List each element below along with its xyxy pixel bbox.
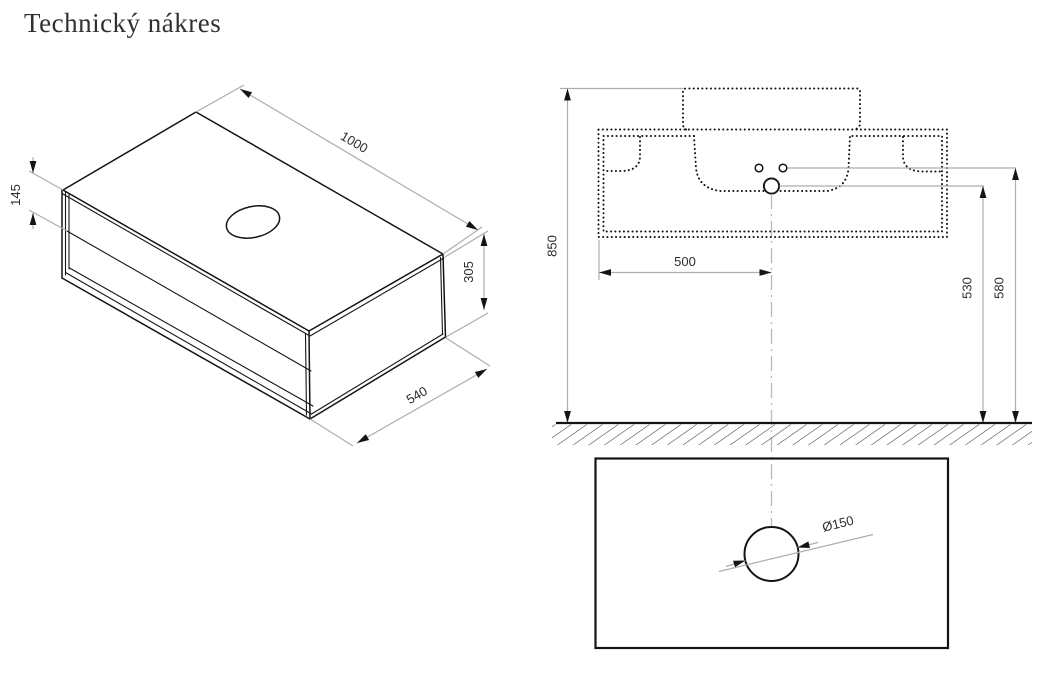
iso-drawer-bottom-line <box>66 230 312 372</box>
iso-basin-hole <box>225 205 281 239</box>
basin-rim <box>682 87 861 131</box>
page-title: Technický nákres <box>24 8 222 38</box>
iso-height-label: 305 <box>461 261 476 283</box>
top-hole <box>743 526 800 582</box>
top-hole-diameter-label: Ø150 <box>821 513 855 535</box>
floor <box>552 421 1032 445</box>
front-basin-center-label: 500 <box>674 254 696 269</box>
iso-top-face <box>62 111 444 332</box>
front-dimensions: 850 500 530 580 <box>545 87 1019 563</box>
top-countertop-outline <box>594 457 950 650</box>
front-overall-height-label: 850 <box>545 235 560 257</box>
top-dimensions: Ø150 <box>718 513 874 573</box>
iso-bottom-front-edge <box>61 277 311 420</box>
front-faucet-height-label: 580 <box>992 277 1007 299</box>
iso-countertop-thickness <box>62 193 445 337</box>
iso-width-label: 1000 <box>338 128 371 156</box>
iso-cabinet-outline <box>61 111 447 420</box>
isometric-view: 145 1000 305 540 <box>8 84 491 447</box>
drain-hole <box>762 177 781 195</box>
iso-dimensions: 145 1000 305 540 <box>8 84 491 447</box>
iso-shelf-back-line <box>68 267 314 407</box>
basin-bowl <box>693 135 851 192</box>
front-washbasin <box>682 87 861 195</box>
iso-bottom-rail-top <box>64 271 313 415</box>
front-view: 850 500 530 580 <box>545 87 1032 563</box>
front-drain-height-label: 530 <box>960 277 975 299</box>
floor-hatching <box>552 424 1032 445</box>
front-right-bracket-arc <box>902 136 943 173</box>
front-left-bracket-arc <box>603 136 641 172</box>
iso-front-section-height-label: 145 <box>8 184 23 206</box>
faucet-hole-left <box>754 163 764 173</box>
top-view: Ø150 <box>594 457 950 650</box>
faucet-hole-right <box>778 163 788 173</box>
